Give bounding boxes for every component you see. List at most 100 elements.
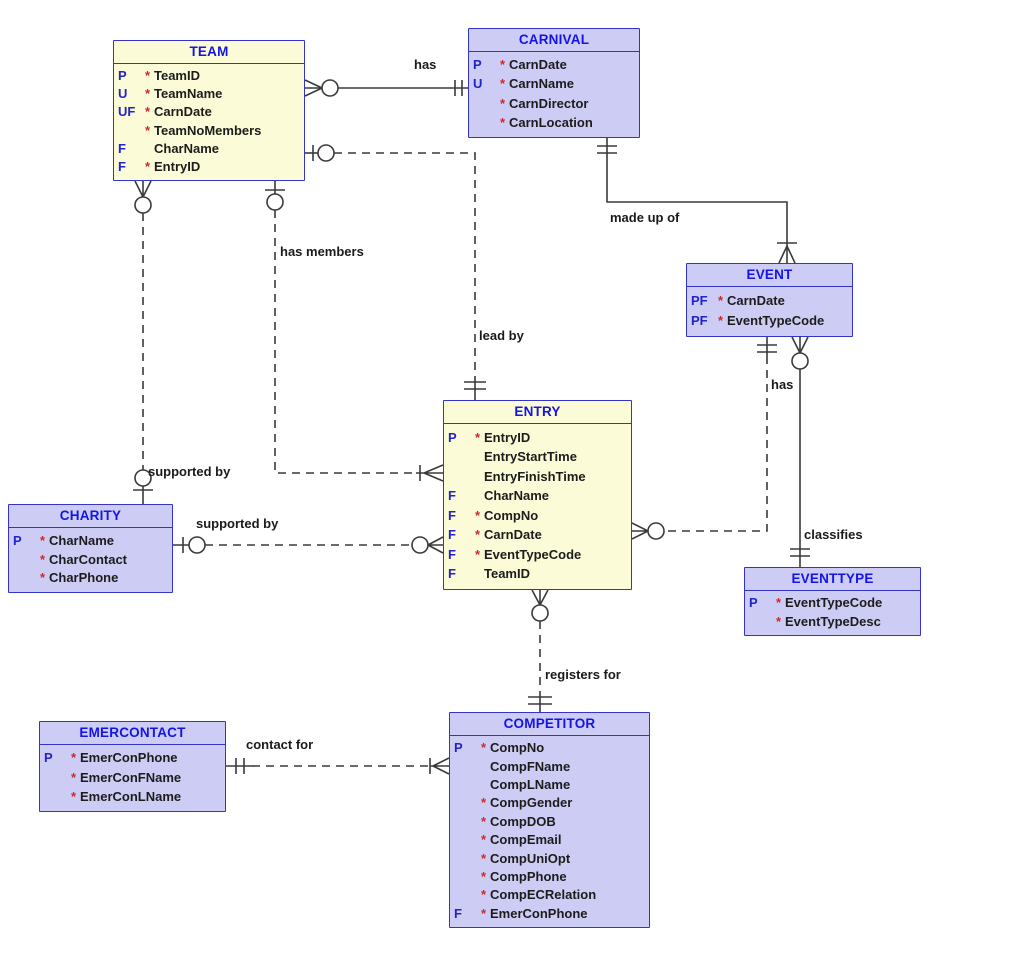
- entity-title: CHARITY: [9, 505, 172, 528]
- attribute-name: CompNo: [490, 740, 545, 756]
- attribute-name: CarnDate: [727, 293, 785, 308]
- required-star: *: [70, 769, 77, 785]
- attribute-name: CarnLocation: [509, 114, 593, 130]
- attribute-name: EventTypeCode: [785, 595, 883, 611]
- key-flag: P: [448, 429, 457, 445]
- attribute-name: CarnDate: [509, 57, 567, 73]
- required-star: *: [499, 114, 506, 130]
- relationship-label-has-team-carnival: has: [414, 57, 437, 72]
- required-star: *: [480, 795, 487, 811]
- attribute-name: CompEmail: [490, 832, 562, 848]
- required-star: *: [474, 429, 481, 445]
- key-flag: P: [13, 532, 22, 548]
- attribute-row: P *CompNo: [450, 740, 649, 756]
- key-flag: P: [749, 595, 758, 611]
- attribute-name: CompGender: [490, 795, 573, 811]
- attribute-row: *CompPhone: [450, 869, 649, 885]
- attribute-name: EntryID: [484, 429, 531, 445]
- required-star: *: [144, 104, 151, 120]
- attribute-row: *CarnLocation: [469, 115, 639, 131]
- relationship-label-made-up-of: made up of: [610, 210, 680, 225]
- attribute-row: F*CompNo: [444, 508, 631, 524]
- entity-title: ENTRY: [444, 401, 631, 424]
- attribute-row: P*EmerConPhone: [40, 750, 225, 766]
- attribute-name: CharPhone: [49, 570, 119, 586]
- attribute-name: CompDOB: [490, 813, 556, 829]
- attribute-name: TeamNoMembers: [154, 122, 262, 138]
- attribute-row: *TeamNoMembers: [114, 123, 304, 139]
- key-flag: F: [448, 527, 456, 543]
- attribute-row: CompLName: [450, 777, 649, 793]
- attribute-row: P*EventTypeCode: [745, 595, 920, 611]
- attribute-name: EventTypeCode: [727, 313, 825, 328]
- attribute-row: *EventTypeDesc: [745, 614, 920, 630]
- attribute-name: TeamName: [154, 86, 223, 102]
- required-star: *: [39, 551, 46, 567]
- attribute-row: *CharPhone: [9, 570, 172, 586]
- attribute-row: *CompEmail: [450, 832, 649, 848]
- attribute-row: P*CharName: [9, 533, 172, 549]
- attribute-row: EntryStartTime: [444, 449, 631, 465]
- relationship-label-classifies: classifies: [804, 527, 863, 542]
- key-flag: P: [454, 740, 463, 756]
- attribute-name: CharName: [154, 140, 220, 156]
- attribute-row: *CompDOB: [450, 814, 649, 830]
- attribute-row: *CarnDirector: [469, 96, 639, 112]
- attribute-name: CarnName: [509, 76, 575, 92]
- required-star: *: [474, 507, 481, 523]
- attribute-name: EmerConFName: [80, 769, 182, 785]
- required-star: *: [70, 788, 77, 804]
- key-flag: U: [118, 86, 128, 102]
- attribute-row: U*TeamName: [114, 86, 304, 102]
- required-star: *: [474, 546, 481, 562]
- attribute-name: EntryID: [154, 158, 201, 174]
- attribute-row: UF*CarnDate: [114, 104, 304, 120]
- required-star: *: [144, 158, 151, 174]
- key-flag: F: [448, 507, 456, 523]
- attribute-row: CompFName: [450, 759, 649, 775]
- attribute-row: F*EmerConPhone: [450, 906, 649, 922]
- required-star: *: [480, 905, 487, 921]
- required-star: *: [480, 850, 487, 866]
- required-star: *: [39, 570, 46, 586]
- entity-eventtype[interactable]: EVENTTYPE P*EventTypeCode*EventTypeDesc: [744, 567, 921, 636]
- key-flag: PF: [691, 313, 708, 328]
- entity-title: EVENTTYPE: [745, 568, 920, 591]
- key-flag: P: [473, 57, 482, 73]
- relationship-label-has-members: has members: [280, 244, 364, 259]
- required-star: *: [775, 613, 782, 629]
- entity-title: COMPETITOR: [450, 713, 649, 736]
- attribute-name: CharContact: [49, 551, 128, 567]
- key-flag: PF: [691, 293, 708, 308]
- entity-charity[interactable]: CHARITY P*CharName*CharContact*CharPhone: [8, 504, 173, 593]
- attribute-name: CompECRelation: [490, 887, 597, 903]
- attribute-row: F*EventTypeCode: [444, 547, 631, 563]
- key-flag: F: [448, 566, 456, 582]
- entity-title: EVENT: [687, 264, 852, 287]
- relationship-label-supported-by-team: supported by: [148, 464, 231, 479]
- attribute-row: PF*EventTypeCode: [687, 313, 852, 329]
- attribute-name: TeamID: [154, 68, 200, 84]
- attribute-name: CharName: [49, 532, 115, 548]
- key-flag: F: [118, 140, 126, 156]
- relationship-label-contact-for: contact for: [246, 737, 314, 752]
- entity-emercontact[interactable]: EMERCONTACT P*EmerConPhone*EmerConFName*…: [39, 721, 226, 812]
- required-star: *: [144, 68, 151, 84]
- required-star: *: [480, 887, 487, 903]
- entity-title: TEAM: [114, 41, 304, 64]
- attribute-name: CompFName: [490, 758, 571, 774]
- attribute-name: EntryFinishTime: [484, 468, 586, 484]
- key-flag: F: [448, 488, 456, 504]
- attribute-row: P*TeamID: [114, 68, 304, 84]
- required-star: *: [480, 740, 487, 756]
